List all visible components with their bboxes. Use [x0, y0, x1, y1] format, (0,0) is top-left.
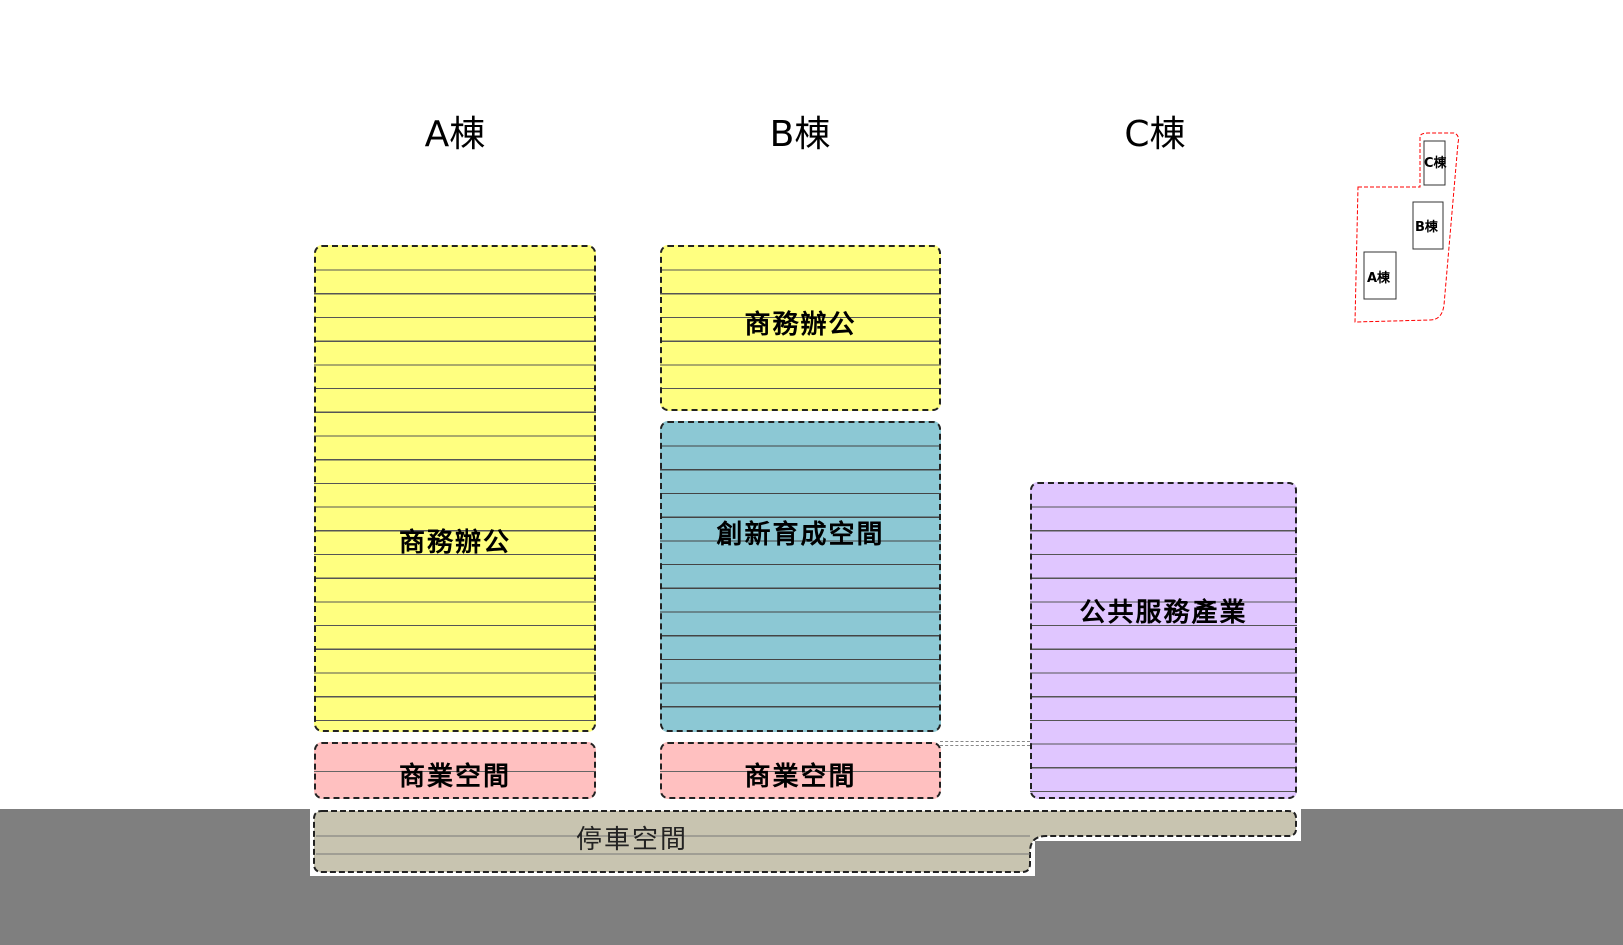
building-b-innovation-block: 創新育成空間 — [660, 421, 941, 732]
building-b-innovation-label: 創新育成空間 — [716, 520, 885, 550]
sky-bridge — [940, 741, 1030, 746]
building-a-retail-block: 商業空間 — [314, 742, 596, 799]
key-plan-c-label: C棟 — [1424, 155, 1448, 171]
key-plan-building-b — [1412, 201, 1444, 250]
building-c-public-service-block: 公共服務產業 — [1030, 482, 1297, 799]
building-b-retail-block: 商業空間 — [660, 742, 941, 799]
building-a-title: A棟 — [424, 114, 486, 155]
key-plan-a-label: A棟 — [1367, 270, 1391, 286]
building-a-office-label: 商務辦公 — [398, 528, 511, 558]
building-c-title: C棟 — [1124, 114, 1186, 155]
building-a-office-block: 商務辦公 — [314, 245, 596, 732]
building-a-retail-label: 商業空間 — [398, 762, 511, 792]
site-boundary — [1354, 132, 1459, 323]
parking-label: 停車空間 — [576, 825, 689, 855]
building-b-retail-label: 商業空間 — [744, 762, 857, 792]
building-c-public-service-label: 公共服務產業 — [1079, 598, 1248, 628]
key-plan-building-c — [1423, 140, 1446, 186]
building-b-title: B棟 — [769, 114, 831, 155]
key-plan: C棟 B棟 A棟 — [1354, 132, 1459, 323]
key-plan-b-label: B棟 — [1415, 219, 1439, 235]
building-b-office-block: 商務辦公 — [660, 245, 941, 411]
key-plan-building-a — [1363, 251, 1397, 300]
building-b-office-label: 商務辦公 — [744, 310, 857, 340]
parking-outline — [313, 810, 1297, 873]
